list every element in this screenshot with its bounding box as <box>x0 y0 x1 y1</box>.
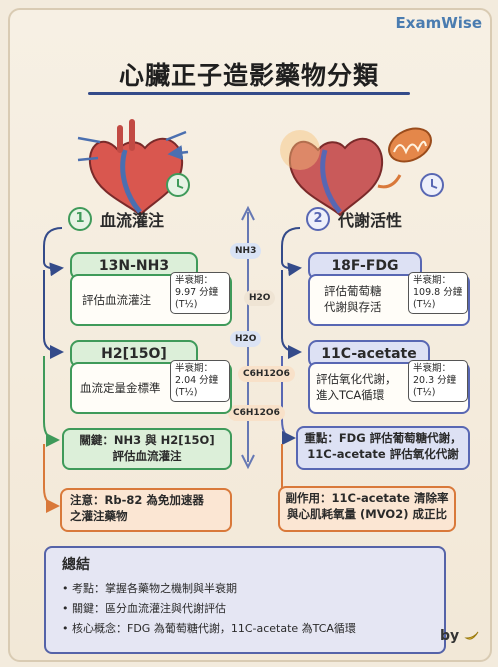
drug-card-acetate: 評估氧化代謝，進入TCA循環 半衰期：20.3 分鐘(T½) <box>308 360 470 414</box>
drug-card-h2o: 血流定量金標準 半衰期：2.04 分鐘(T½) <box>70 360 232 414</box>
key-note-perfusion: 關鍵：NH3 與 H2[15O]評估血流灌注 <box>62 428 232 470</box>
molecule-glucose: C6H12O6 <box>228 405 285 421</box>
banana-icon <box>464 631 479 640</box>
molecule-h2o: H2O <box>230 331 262 347</box>
half-life-box: 半衰期：2.04 分鐘(T½) <box>170 360 230 402</box>
summary-panel: 總結 • 考點：掌握各藥物之機制與半衰期 • 關鍵：區分血流灌注與代謝評估 • … <box>44 546 446 654</box>
summary-item: • 核心概念：FDG 為葡萄糖代謝，11C-acetate 為TCA循環 <box>62 622 356 635</box>
molecule-glucose: C6H12O6 <box>238 366 295 382</box>
half-life-box: 半衰期：109.8 分鐘(T½) <box>408 272 468 314</box>
heart-metabolism-icon <box>280 130 384 217</box>
drug-description: 評估葡萄糖代謝與存活 <box>324 284 382 314</box>
section-heading-metabolism: 2 代謝活性 <box>306 207 402 231</box>
section-heading-perfusion: 1 血流灌注 <box>68 207 164 231</box>
page-title: 心臟正子造影藥物分類 <box>118 61 379 90</box>
section-title: 代謝活性 <box>338 211 403 230</box>
half-life-box: 半衰期：20.3 分鐘(T½) <box>408 360 468 402</box>
caution-note-rb82: 注意：Rb-82 為免加速器之灌注藥物 <box>60 488 232 532</box>
summary-title: 總結 <box>62 557 90 573</box>
drug-description: 血流定量金標準 <box>80 381 161 395</box>
title-underline <box>88 92 410 95</box>
mitochondria-icon <box>377 127 432 189</box>
section-number: 1 <box>68 207 92 231</box>
drug-description: 評估氧化代謝，進入TCA循環 <box>316 372 397 402</box>
half-life-box: 半衰期：9.97 分鐘(T½) <box>170 272 230 314</box>
heart-perfusion-icon <box>77 119 189 217</box>
summary-item: • 關鍵：區分血流灌注與代謝評估 <box>62 602 226 615</box>
clock-icon-left <box>166 173 190 197</box>
summary-item: • 考點：掌握各藥物之機制與半衰期 <box>62 582 237 595</box>
section-number: 2 <box>306 207 330 231</box>
side-effect-note-acetate: 副作用：11C-acetate 清除率與心肌耗氧量 (MVO2) 成正比 <box>278 486 456 532</box>
molecule-nh3: NH3 <box>230 243 262 259</box>
byline: by <box>440 626 480 644</box>
drug-card-nh3: 評估血流灌注 半衰期：9.97 分鐘(T½) <box>70 272 232 326</box>
key-note-metabolism: 重點：FDG 評估葡萄糖代謝，11C-acetate 評估氧化代謝 <box>296 426 470 470</box>
drug-card-fdg: 評估葡萄糖代謝與存活 半衰期：109.8 分鐘(T½) <box>308 272 470 326</box>
molecule-h2o: H2O <box>244 290 276 306</box>
drug-description: 評估血流灌注 <box>82 293 151 307</box>
brand-logo: ExamWise <box>395 14 482 32</box>
clock-icon-right <box>420 173 444 197</box>
section-title: 血流灌注 <box>100 211 165 230</box>
